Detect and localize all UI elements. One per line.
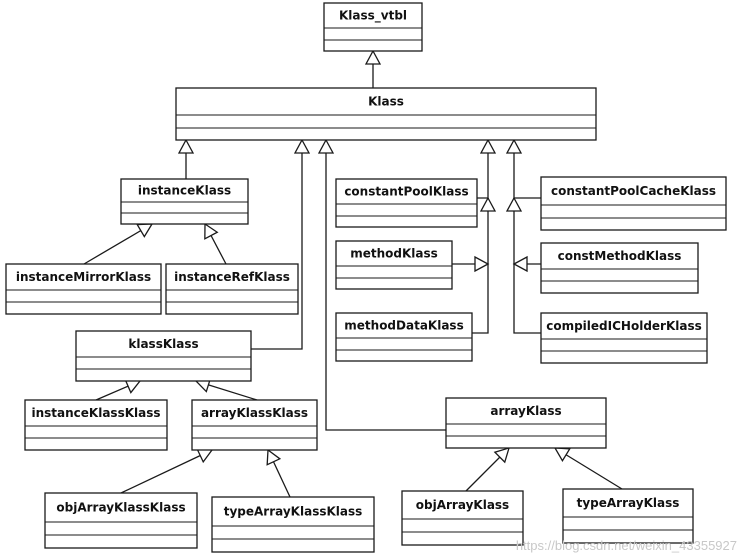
inheritance-line bbox=[513, 198, 541, 334]
generalization-arrowhead bbox=[317, 138, 335, 154]
class-box-compiledicholderklass: compiledICHolderKlass bbox=[540, 312, 708, 364]
class-name: objArrayKlass bbox=[416, 498, 509, 512]
class-name: Klass bbox=[368, 95, 404, 109]
inheritance-instanceklassklass-to-klassklass bbox=[95, 378, 142, 401]
inheritance-objarrayklass-to-arrayklass bbox=[465, 447, 510, 492]
class-box-typearrayklassklass: typeArrayKlassKlass bbox=[211, 496, 375, 553]
class-box-methoddataklass: methodDataKlass bbox=[335, 312, 473, 362]
inheritance-line bbox=[325, 140, 446, 431]
class-box-frame bbox=[540, 176, 727, 231]
class-name: constantPoolCacheKlass bbox=[551, 184, 716, 198]
inheritance-methodklass-to-klass bbox=[452, 255, 490, 273]
class-box-frame bbox=[335, 240, 453, 290]
class-box-frame bbox=[401, 490, 524, 546]
inheritance-line bbox=[251, 140, 303, 350]
inheritance-compiledicholderklass-to-klass bbox=[505, 196, 541, 334]
class-box-frame bbox=[540, 312, 708, 364]
inheritance-klass-to-klass_vtbl bbox=[364, 49, 382, 88]
class-box-constantpoolcacheklass: constantPoolCacheKlass bbox=[540, 176, 727, 231]
generalization-arrowhead bbox=[493, 447, 510, 464]
class-name: typeArrayKlass bbox=[577, 496, 680, 510]
inheritance-objarrayklassklass-to-arrayklassklass bbox=[120, 448, 214, 494]
class-name: arrayKlass bbox=[490, 404, 561, 418]
class-box-constantpoolklass: constantPoolKlass bbox=[335, 178, 478, 228]
generalization-arrowhead bbox=[505, 196, 523, 212]
inheritance-instancemirrorklass-to-instanceklass bbox=[83, 223, 154, 265]
generalization-arrowhead bbox=[479, 138, 497, 154]
class-name: arrayKlassKlass bbox=[201, 406, 308, 420]
class-box-frame bbox=[445, 397, 607, 449]
class-name: methodDataKlass bbox=[344, 319, 463, 333]
class-box-typearrayklass: typeArrayKlass bbox=[562, 488, 694, 544]
class-box-frame bbox=[562, 488, 694, 544]
class-box-klass_vtbl: Klass_vtbl bbox=[323, 2, 423, 52]
class-name: constMethodKlass bbox=[558, 249, 682, 263]
class-box-frame bbox=[165, 263, 299, 315]
class-box-frame bbox=[175, 87, 597, 141]
class-box-objarrayklass: objArrayKlass bbox=[401, 490, 524, 546]
class-name: instanceMirrorKlass bbox=[16, 270, 151, 284]
class-box-objarrayklassklass: objArrayKlassKlass bbox=[44, 492, 198, 549]
class-box-klass: Klass bbox=[175, 87, 597, 141]
inheritance-typearrayklassklass-to-arrayklassklass bbox=[266, 448, 291, 498]
class-box-frame bbox=[335, 312, 473, 362]
inheritance-methoddataklass-to-klass bbox=[472, 196, 497, 334]
inheritance-constantpoolklass-to-klass bbox=[477, 138, 497, 199]
generalization-arrowhead bbox=[293, 138, 311, 154]
class-box-instanceklassklass: instanceKlassKlass bbox=[24, 399, 168, 451]
class-box-methodklass: methodKlass bbox=[335, 240, 453, 290]
class-name: klassKlass bbox=[128, 337, 198, 351]
class-box-frame bbox=[5, 263, 162, 315]
generalization-arrowhead bbox=[479, 196, 497, 212]
inheritance-constantpoolcacheklass-to-klass bbox=[505, 138, 541, 199]
class-box-instanceklass: instanceKlass bbox=[120, 178, 249, 225]
inheritance-instancerefklass-to-instanceklass bbox=[204, 222, 227, 265]
class-box-instancerefklass: instanceRefKlass bbox=[165, 263, 299, 315]
class-box-frame bbox=[323, 2, 423, 52]
inheritance-klassklass-to-klass bbox=[251, 138, 311, 350]
inheritance-arrayklass-to-klass bbox=[317, 138, 446, 431]
generalization-arrowhead bbox=[136, 223, 154, 238]
generalization-arrowhead bbox=[512, 255, 528, 273]
generalization-arrowhead bbox=[124, 378, 142, 394]
watermark-text: https://blog.csdn.net/weixin_43355927 bbox=[515, 538, 737, 553]
class-name: Klass_vtbl bbox=[339, 9, 407, 24]
class-name: instanceKlassKlass bbox=[31, 406, 160, 420]
class-box-frame bbox=[44, 492, 198, 549]
class-box-frame bbox=[191, 399, 318, 451]
class-name: objArrayKlassKlass bbox=[56, 501, 185, 515]
class-name: instanceRefKlass bbox=[174, 270, 290, 284]
class-box-frame bbox=[335, 178, 478, 228]
class-name: constantPoolKlass bbox=[344, 185, 468, 199]
inheritance-constmethodklass-to-klass bbox=[512, 255, 541, 273]
inheritance-line bbox=[472, 198, 489, 334]
class-box-instancemirrorklass: instanceMirrorKlass bbox=[5, 263, 162, 315]
class-box-frame bbox=[211, 496, 375, 553]
class-box-frame bbox=[75, 330, 252, 382]
class-box-frame bbox=[24, 399, 168, 451]
inheritance-line bbox=[120, 449, 213, 494]
class-box-klassklass: klassKlass bbox=[75, 330, 252, 382]
generalization-arrowhead bbox=[364, 49, 382, 65]
class-box-arrayklassklass: arrayKlassKlass bbox=[191, 399, 318, 451]
class-box-arrayklass: arrayKlass bbox=[445, 397, 607, 449]
class-name: methodKlass bbox=[350, 247, 438, 261]
generalization-arrowhead bbox=[204, 222, 219, 240]
class-box-constmethodklass: constMethodKlass bbox=[540, 242, 699, 294]
class-name: typeArrayKlassKlass bbox=[224, 505, 363, 519]
class-name: compiledICHolderKlass bbox=[546, 319, 702, 333]
class-box-frame bbox=[540, 242, 699, 294]
generalization-arrowhead bbox=[177, 138, 195, 154]
inheritance-typearrayklass-to-arrayklass bbox=[553, 447, 623, 490]
generalization-arrowhead bbox=[474, 255, 490, 273]
generalization-arrowhead bbox=[553, 447, 571, 463]
class-name: instanceKlass bbox=[138, 184, 231, 198]
generalization-arrowhead bbox=[266, 448, 282, 466]
inheritance-instanceklass-to-klass bbox=[177, 138, 195, 179]
generalization-arrowhead bbox=[505, 138, 523, 154]
